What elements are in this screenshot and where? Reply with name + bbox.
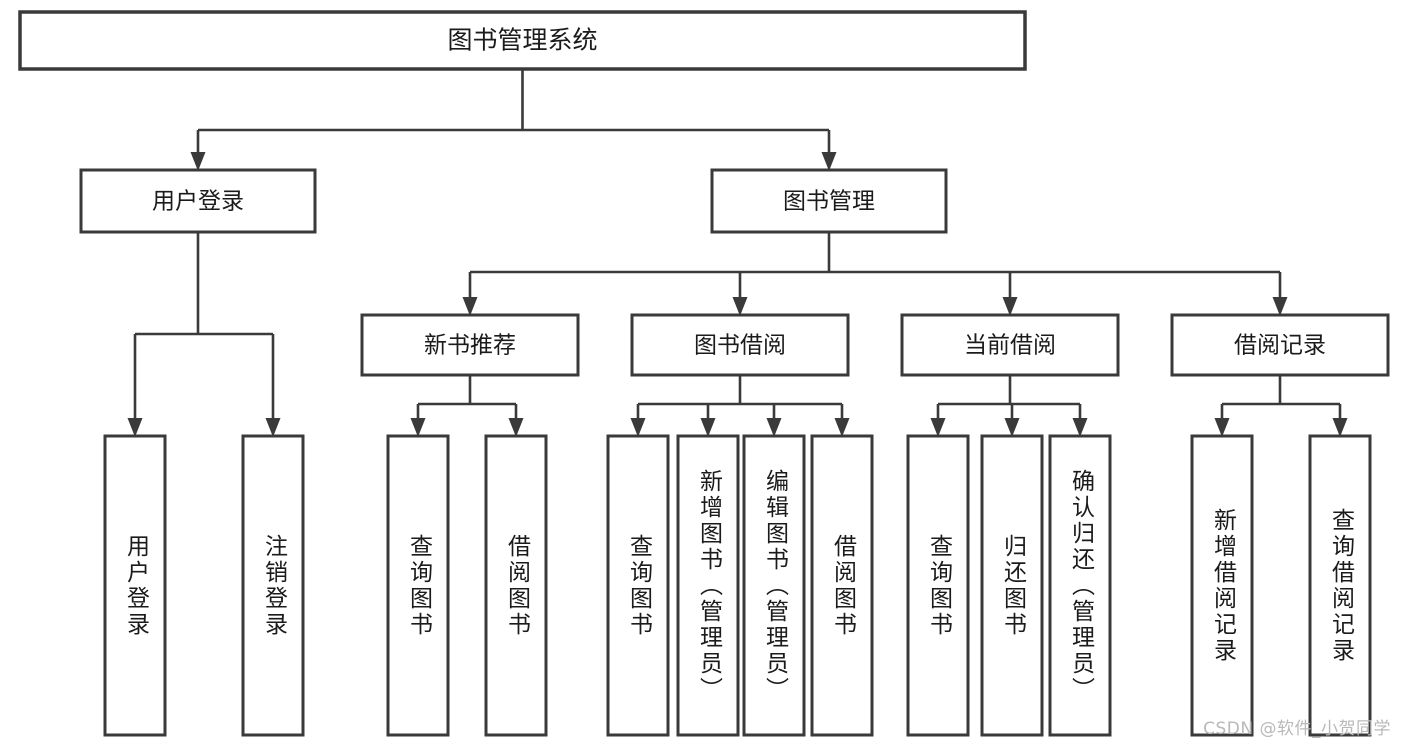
arrow-head-leaf-user-logout (265, 418, 281, 437)
node-box-current-borrow[interactable] (900, 313, 1120, 377)
node-box-leaf-query-borrow-record[interactable] (1308, 434, 1372, 737)
arrow-head-leaf-confirm-return-admin (1072, 418, 1088, 437)
node-box-leaf-edit-book-admin[interactable] (742, 434, 806, 737)
arrow-head-leaf-borrow-book-recommend (508, 418, 524, 437)
arrow-head-user-login (190, 152, 206, 171)
node-box-leaf-add-borrow-record[interactable] (1190, 434, 1254, 737)
node-box-leaf-user-logout[interactable] (241, 434, 305, 737)
node-label-book-manage: 图书管理 (783, 189, 875, 215)
node-box-layer (18, 10, 1390, 737)
node-box-new-book-recommend[interactable] (360, 313, 580, 377)
node-label-root: 图书管理系统 (447, 26, 597, 55)
arrow-head-leaf-return-book (1004, 418, 1020, 437)
arrow-head-leaf-query-borrow-record (1332, 418, 1348, 437)
watermark-text: CSDN @软件_小贺同学 (1203, 719, 1391, 739)
arrow-head-leaf-edit-book-admin (766, 418, 782, 437)
node-box-borrow-record[interactable] (1170, 313, 1390, 377)
node-box-leaf-borrow-book-recommend[interactable] (484, 434, 548, 737)
arrow-head-book-borrow (732, 297, 748, 316)
node-box-leaf-return-book[interactable] (980, 434, 1044, 737)
arrow-head-current-borrow (1002, 297, 1018, 316)
arrow-head-book-manage (821, 152, 837, 171)
arrow-head-new-book-recommend (462, 297, 478, 316)
node-box-leaf-query-book-current[interactable] (906, 434, 970, 737)
node-label-current-borrow: 当前借阅 (964, 333, 1056, 359)
arrow-head-leaf-query-book-borrow (630, 418, 646, 437)
node-label-new-book-recommend: 新书推荐 (424, 333, 516, 359)
node-box-user-login[interactable] (79, 168, 317, 234)
node-box-book-borrow[interactable] (630, 313, 850, 377)
node-box-root[interactable] (18, 10, 1027, 71)
node-box-leaf-query-book-borrow[interactable] (606, 434, 670, 737)
connector-layer (127, 69, 1348, 437)
node-box-leaf-confirm-return-admin[interactable] (1048, 434, 1112, 737)
node-box-leaf-add-book-admin[interactable] (676, 434, 740, 737)
node-label-borrow-record: 借阅记录 (1234, 333, 1326, 359)
arrow-head-leaf-query-book-recommend (410, 418, 426, 437)
arrow-head-leaf-query-book-current (930, 418, 946, 437)
arrow-head-leaf-add-book-admin (700, 418, 716, 437)
node-box-leaf-user-login[interactable] (103, 434, 167, 737)
arrow-head-leaf-add-borrow-record (1214, 418, 1230, 437)
node-label-user-login: 用户登录 (152, 189, 244, 215)
arrow-head-leaf-borrow-book (834, 418, 850, 437)
node-label-book-borrow: 图书借阅 (694, 333, 786, 359)
node-box-leaf-borrow-book[interactable] (810, 434, 874, 737)
node-box-book-manage[interactable] (710, 168, 948, 234)
arrow-head-leaf-user-login (127, 418, 143, 437)
node-box-leaf-query-book-recommend[interactable] (386, 434, 450, 737)
arrow-head-borrow-record (1272, 297, 1288, 316)
